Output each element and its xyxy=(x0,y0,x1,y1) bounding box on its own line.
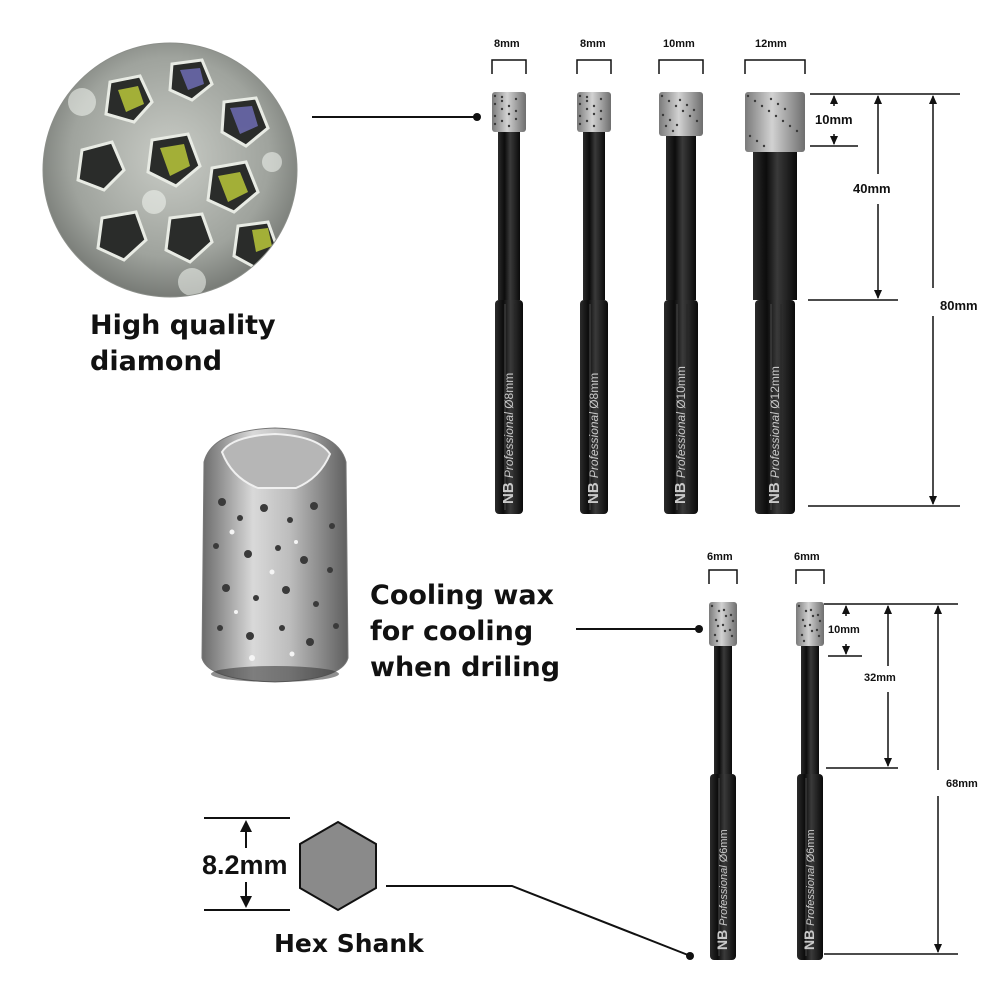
body-length-label: 32mm xyxy=(864,672,896,684)
shank-printing: NB Professional Ø8mm xyxy=(585,373,602,504)
diamond-closeup-image xyxy=(42,42,298,298)
diamond-segment xyxy=(577,92,611,132)
diamond-segment xyxy=(492,92,526,132)
bit-size-label: 8mm xyxy=(494,38,520,50)
segment-length-label: 10mm xyxy=(815,112,853,127)
bottom-drill-bits: NB Professional Ø6mm NB Professional Ø6mm xyxy=(690,548,840,968)
bit-body xyxy=(714,646,732,774)
core-tip-closeup-image xyxy=(192,422,358,686)
hex-shank xyxy=(664,300,698,514)
bit-body xyxy=(666,136,696,300)
drill-bit: NB Professional Ø10mm xyxy=(658,59,704,514)
total-length-label: 68mm xyxy=(946,778,978,790)
bit-size-label: 8mm xyxy=(580,38,606,50)
bit-body xyxy=(498,132,520,300)
bit-size-label: 12mm xyxy=(755,38,787,50)
bit-body xyxy=(583,132,605,300)
total-length-label: 80mm xyxy=(940,298,978,313)
cooling-caption: Cooling wax for cooling when driling xyxy=(370,580,561,683)
hex-shank-caption: Hex Shank xyxy=(274,929,424,958)
diamond-segment xyxy=(745,92,805,152)
drill-bit: NB Professional Ø8mm xyxy=(491,59,527,514)
bit-body xyxy=(801,646,819,774)
drill-bit: NB Professional Ø6mm xyxy=(795,569,825,960)
hexagon-icon xyxy=(298,820,378,912)
drill-bit: NB Professional Ø12mm xyxy=(744,59,806,514)
bit-size-label: 6mm xyxy=(707,551,733,563)
hex-shank xyxy=(580,300,608,514)
size-bracket xyxy=(708,569,738,584)
segment-length-label: 10mm xyxy=(828,624,860,636)
diamond-segment xyxy=(659,92,703,136)
shank-printing: NB Professional Ø6mm xyxy=(714,829,730,950)
bit-size-label: 6mm xyxy=(794,551,820,563)
shank-printing: NB Professional Ø12mm xyxy=(766,366,783,504)
size-bracket xyxy=(491,59,527,74)
size-bracket xyxy=(658,59,704,74)
drill-bit: NB Professional Ø8mm xyxy=(576,59,612,514)
diamond-caption: High quality diamond xyxy=(90,310,276,377)
drill-bit: NB Professional Ø6mm xyxy=(708,569,738,960)
top-drill-bits: NB Professional Ø8mm NB Professional Ø8mm… xyxy=(470,30,830,520)
body-length-label: 40mm xyxy=(853,181,891,196)
hex-shank xyxy=(495,300,523,514)
hex-size-label: 8.2mm xyxy=(202,850,288,880)
shank-printing: NB Professional Ø10mm xyxy=(672,366,689,504)
size-bracket xyxy=(795,569,825,584)
hex-dimension-lines xyxy=(200,810,300,920)
size-bracket xyxy=(576,59,612,74)
hex-shank xyxy=(755,300,795,514)
top-dimension-lines xyxy=(800,88,970,512)
bit-body xyxy=(753,152,797,300)
bit-size-label: 10mm xyxy=(663,38,695,50)
bottom-dimension-lines xyxy=(822,600,972,960)
shank-printing: NB Professional Ø6mm xyxy=(801,829,817,950)
size-bracket xyxy=(744,59,806,74)
shank-printing: NB Professional Ø8mm xyxy=(500,373,517,504)
